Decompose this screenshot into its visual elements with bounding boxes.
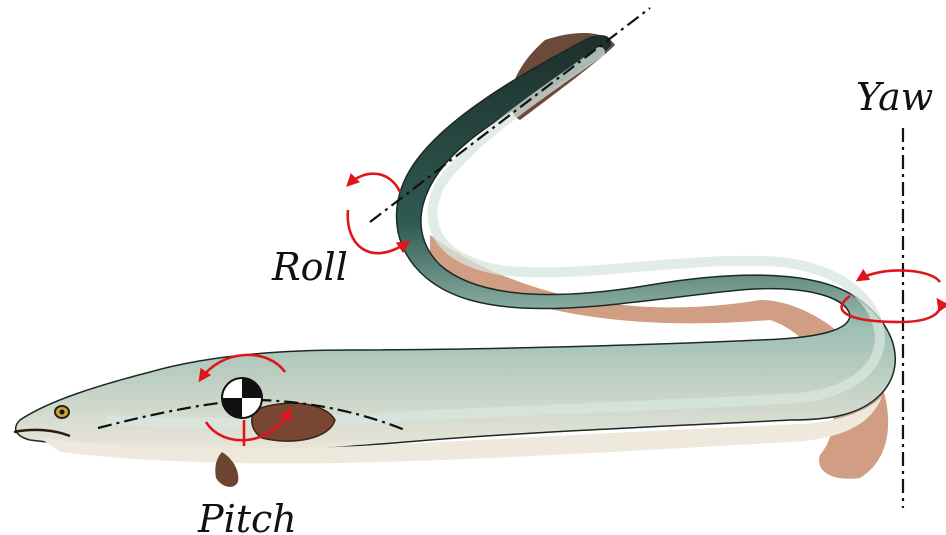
eel-body bbox=[16, 36, 896, 453]
roll-arrow-upper bbox=[348, 174, 400, 192]
center-of-mass-icon bbox=[222, 378, 262, 418]
yaw-label: Yaw bbox=[856, 78, 933, 116]
pitch-label: Pitch bbox=[198, 500, 297, 535]
pupil bbox=[60, 410, 65, 415]
roll-label: Roll bbox=[272, 248, 348, 286]
yaw-arrow-back bbox=[858, 270, 940, 282]
